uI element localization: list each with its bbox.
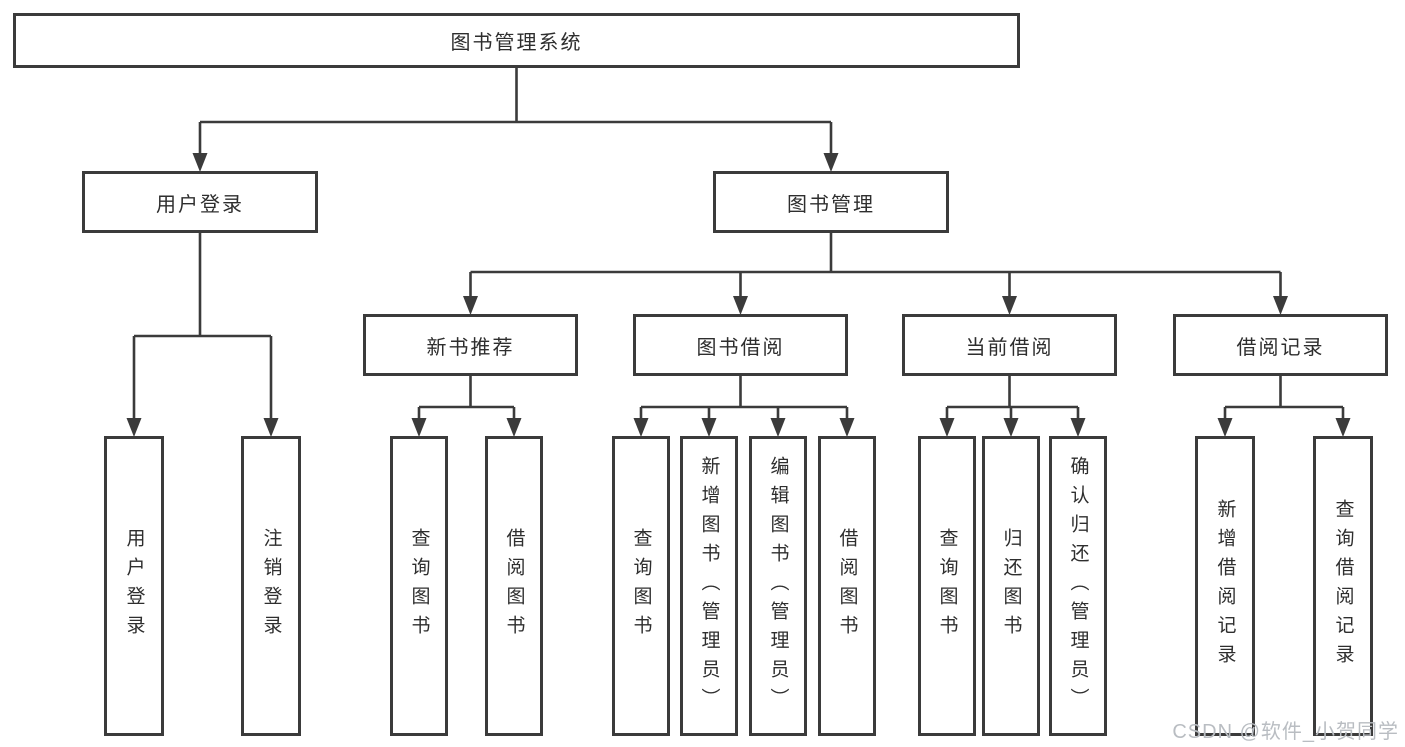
node-label: 用户登录 bbox=[123, 528, 145, 644]
node-label: 图书管理系统 bbox=[450, 32, 583, 54]
node-newbook-query: 查询图书 bbox=[390, 436, 448, 736]
node-label: 编辑图书（管理员） bbox=[767, 455, 789, 717]
node-newbook: 新书推荐 bbox=[363, 314, 578, 376]
node-login-logout: 注销登录 bbox=[241, 436, 301, 736]
node-label: 新增图书（管理员） bbox=[698, 455, 720, 717]
node-current-query: 查询图书 bbox=[918, 436, 976, 736]
node-label: 查询图书 bbox=[408, 528, 430, 644]
node-records: 借阅记录 bbox=[1173, 314, 1388, 376]
node-label: 图书管理 bbox=[787, 193, 875, 216]
node-label: 借阅图书 bbox=[503, 528, 525, 644]
node-current-confirm: 确认归还（管理员） bbox=[1049, 436, 1107, 736]
node-label: 用户登录 bbox=[156, 193, 244, 216]
node-root: 图书管理系统 bbox=[13, 13, 1020, 68]
node-label: 借阅图书 bbox=[836, 528, 858, 644]
node-login-user: 用户登录 bbox=[104, 436, 164, 736]
node-label: 新增借阅记录 bbox=[1214, 499, 1236, 673]
node-borrow-borrow: 借阅图书 bbox=[818, 436, 876, 736]
node-records-query: 查询借阅记录 bbox=[1313, 436, 1373, 736]
node-records-add: 新增借阅记录 bbox=[1195, 436, 1255, 736]
node-label: 确认归还（管理员） bbox=[1067, 455, 1089, 717]
node-current-return: 归还图书 bbox=[982, 436, 1040, 736]
node-mgmt: 图书管理 bbox=[713, 171, 949, 233]
node-login: 用户登录 bbox=[82, 171, 318, 233]
node-newbook-borrow: 借阅图书 bbox=[485, 436, 543, 736]
node-label: 查询图书 bbox=[630, 528, 652, 644]
node-label: 新书推荐 bbox=[426, 336, 515, 359]
node-label: 当前借阅 bbox=[965, 336, 1054, 359]
node-current: 当前借阅 bbox=[902, 314, 1117, 376]
node-borrow-add: 新增图书（管理员） bbox=[680, 436, 738, 736]
node-borrow: 图书借阅 bbox=[633, 314, 848, 376]
node-label: 查询图书 bbox=[936, 528, 958, 644]
watermark: CSDN @软件_小贺同学 bbox=[1172, 721, 1399, 743]
node-label: 查询借阅记录 bbox=[1332, 499, 1354, 673]
node-label: 借阅记录 bbox=[1236, 336, 1325, 359]
node-borrow-query: 查询图书 bbox=[612, 436, 670, 736]
node-label: 归还图书 bbox=[1000, 528, 1022, 644]
node-label: 图书借阅 bbox=[696, 336, 785, 359]
node-borrow-edit: 编辑图书（管理员） bbox=[749, 436, 807, 736]
node-label: 注销登录 bbox=[260, 528, 282, 644]
